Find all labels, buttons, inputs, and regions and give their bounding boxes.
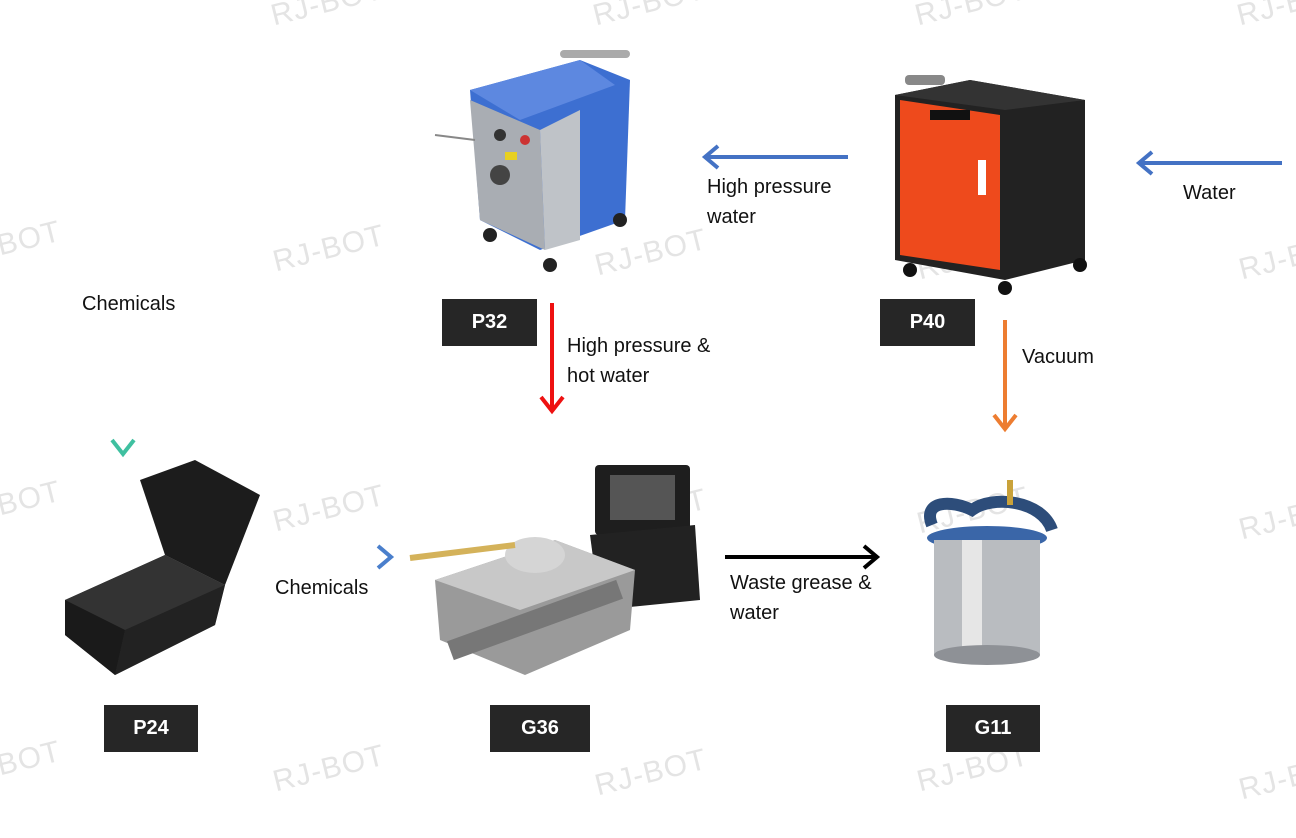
flow-label-high-pressure-hot-water: High pressure & hot water [567, 331, 710, 391]
node-label-g36: G36 [490, 705, 590, 752]
p40-machine-image [895, 75, 1087, 295]
g11-machine-image [924, 480, 1058, 665]
arrow-g36-to-g11 [725, 544, 881, 570]
p24-machine-image [65, 460, 260, 675]
arrow-p40-to-g11 [992, 320, 1018, 433]
p32-machine-image [434, 50, 630, 272]
flow-label-high-pressure-water: High pressure water [707, 172, 832, 232]
arrow-chemicals-in [110, 348, 136, 458]
flow-label-line: water [707, 206, 756, 228]
arrow-p40-to-p32 [701, 144, 848, 170]
g36-machine-image [409, 465, 700, 675]
flow-label-line: High pressure [707, 176, 832, 198]
flow-label-line: water [730, 602, 779, 624]
flow-label-vacuum: Vacuum [1022, 346, 1094, 368]
flow-label-chemicals-in: Chemicals [82, 293, 176, 315]
flow-label-line: hot water [567, 365, 650, 387]
arrow-p32-to-g36 [539, 303, 565, 415]
arrow-p24-to-g36 [272, 544, 395, 570]
flow-label-line: High pressure & [567, 335, 711, 357]
node-label-p32: P32 [442, 299, 537, 346]
node-label-g11: G11 [946, 705, 1040, 752]
flow-label-line: Waste grease & [730, 572, 872, 594]
flow-label-water: Water [1183, 182, 1236, 204]
node-label-p24: P24 [104, 705, 198, 752]
flow-label-chemicals: Chemicals [275, 577, 369, 599]
arrow-water-in [1135, 150, 1282, 176]
flow-label-waste-grease-water: Waste grease & water [730, 568, 872, 628]
node-label-p40: P40 [880, 299, 975, 346]
